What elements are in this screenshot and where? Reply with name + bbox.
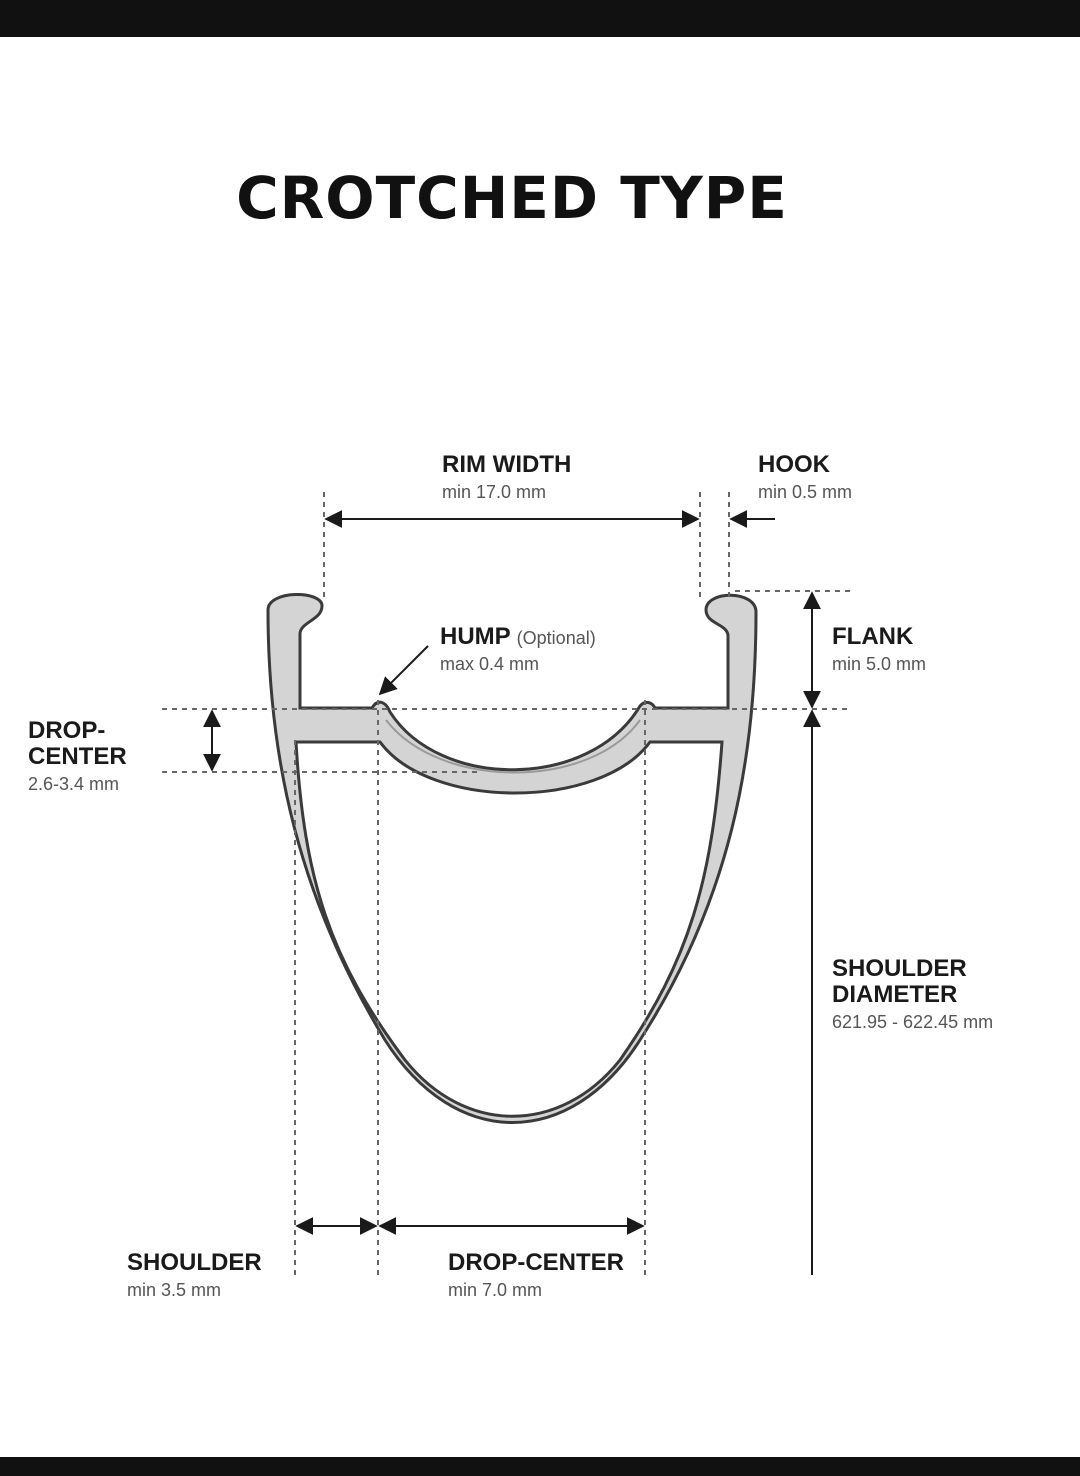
hump-note: (Optional) [517, 628, 596, 648]
hump-value: max 0.4 mm [440, 654, 539, 674]
rim-width-value: min 17.0 mm [442, 482, 546, 502]
rim-cross-section [266, 593, 758, 1124]
hump-label: HUMP (Optional) [440, 623, 596, 650]
label-hump: HUMP (Optional) max 0.4 mm [440, 623, 596, 674]
rim-inner-channel [294, 740, 724, 1118]
flank-value: min 5.0 mm [832, 654, 926, 674]
hook-value: min 0.5 mm [758, 482, 852, 502]
hump-name: HUMP [440, 623, 511, 650]
shoulder-diameter-value: 621.95 - 622.45 mm [832, 1012, 993, 1032]
shoulder-label: SHOULDER [127, 1249, 262, 1276]
dimension-arrows [203, 510, 821, 1275]
rim-bed-shading [385, 719, 641, 774]
reference-lines [162, 492, 850, 1275]
label-drop-center-depth: DROP- CENTER 2.6-3.4 mm [28, 717, 127, 794]
label-shoulder-diameter: SHOULDER DIAMETER 621.95 - 622.45 mm [832, 955, 993, 1032]
shoulder-value: min 3.5 mm [127, 1280, 221, 1300]
page-title: CROTCHED TYPE [236, 164, 788, 232]
drop-center-depth-value: 2.6-3.4 mm [28, 774, 119, 794]
rim-width-label: RIM WIDTH [442, 451, 571, 478]
shoulder-diameter-label-line2: DIAMETER [832, 981, 957, 1008]
drop-center-depth-label-line2: CENTER [28, 743, 127, 770]
hook-label: HOOK [758, 451, 831, 478]
label-hook: HOOK min 0.5 mm [758, 451, 852, 502]
flank-label: FLANK [832, 623, 914, 650]
drop-center-depth-label-line1: DROP- [28, 717, 105, 744]
top-bar [0, 0, 1080, 37]
drop-center-width-value: min 7.0 mm [448, 1280, 542, 1300]
label-drop-center-width: DROP-CENTER min 7.0 mm [448, 1249, 624, 1300]
drop-center-width-label: DROP-CENTER [448, 1249, 624, 1276]
label-shoulder: SHOULDER min 3.5 mm [127, 1249, 262, 1300]
bottom-bar [0, 1457, 1080, 1476]
hump-pointer-arrow [378, 645, 429, 696]
shoulder-diameter-label-line1: SHOULDER [832, 955, 967, 982]
label-rim-width: RIM WIDTH min 17.0 mm [442, 451, 571, 502]
label-flank: FLANK min 5.0 mm [832, 623, 926, 674]
